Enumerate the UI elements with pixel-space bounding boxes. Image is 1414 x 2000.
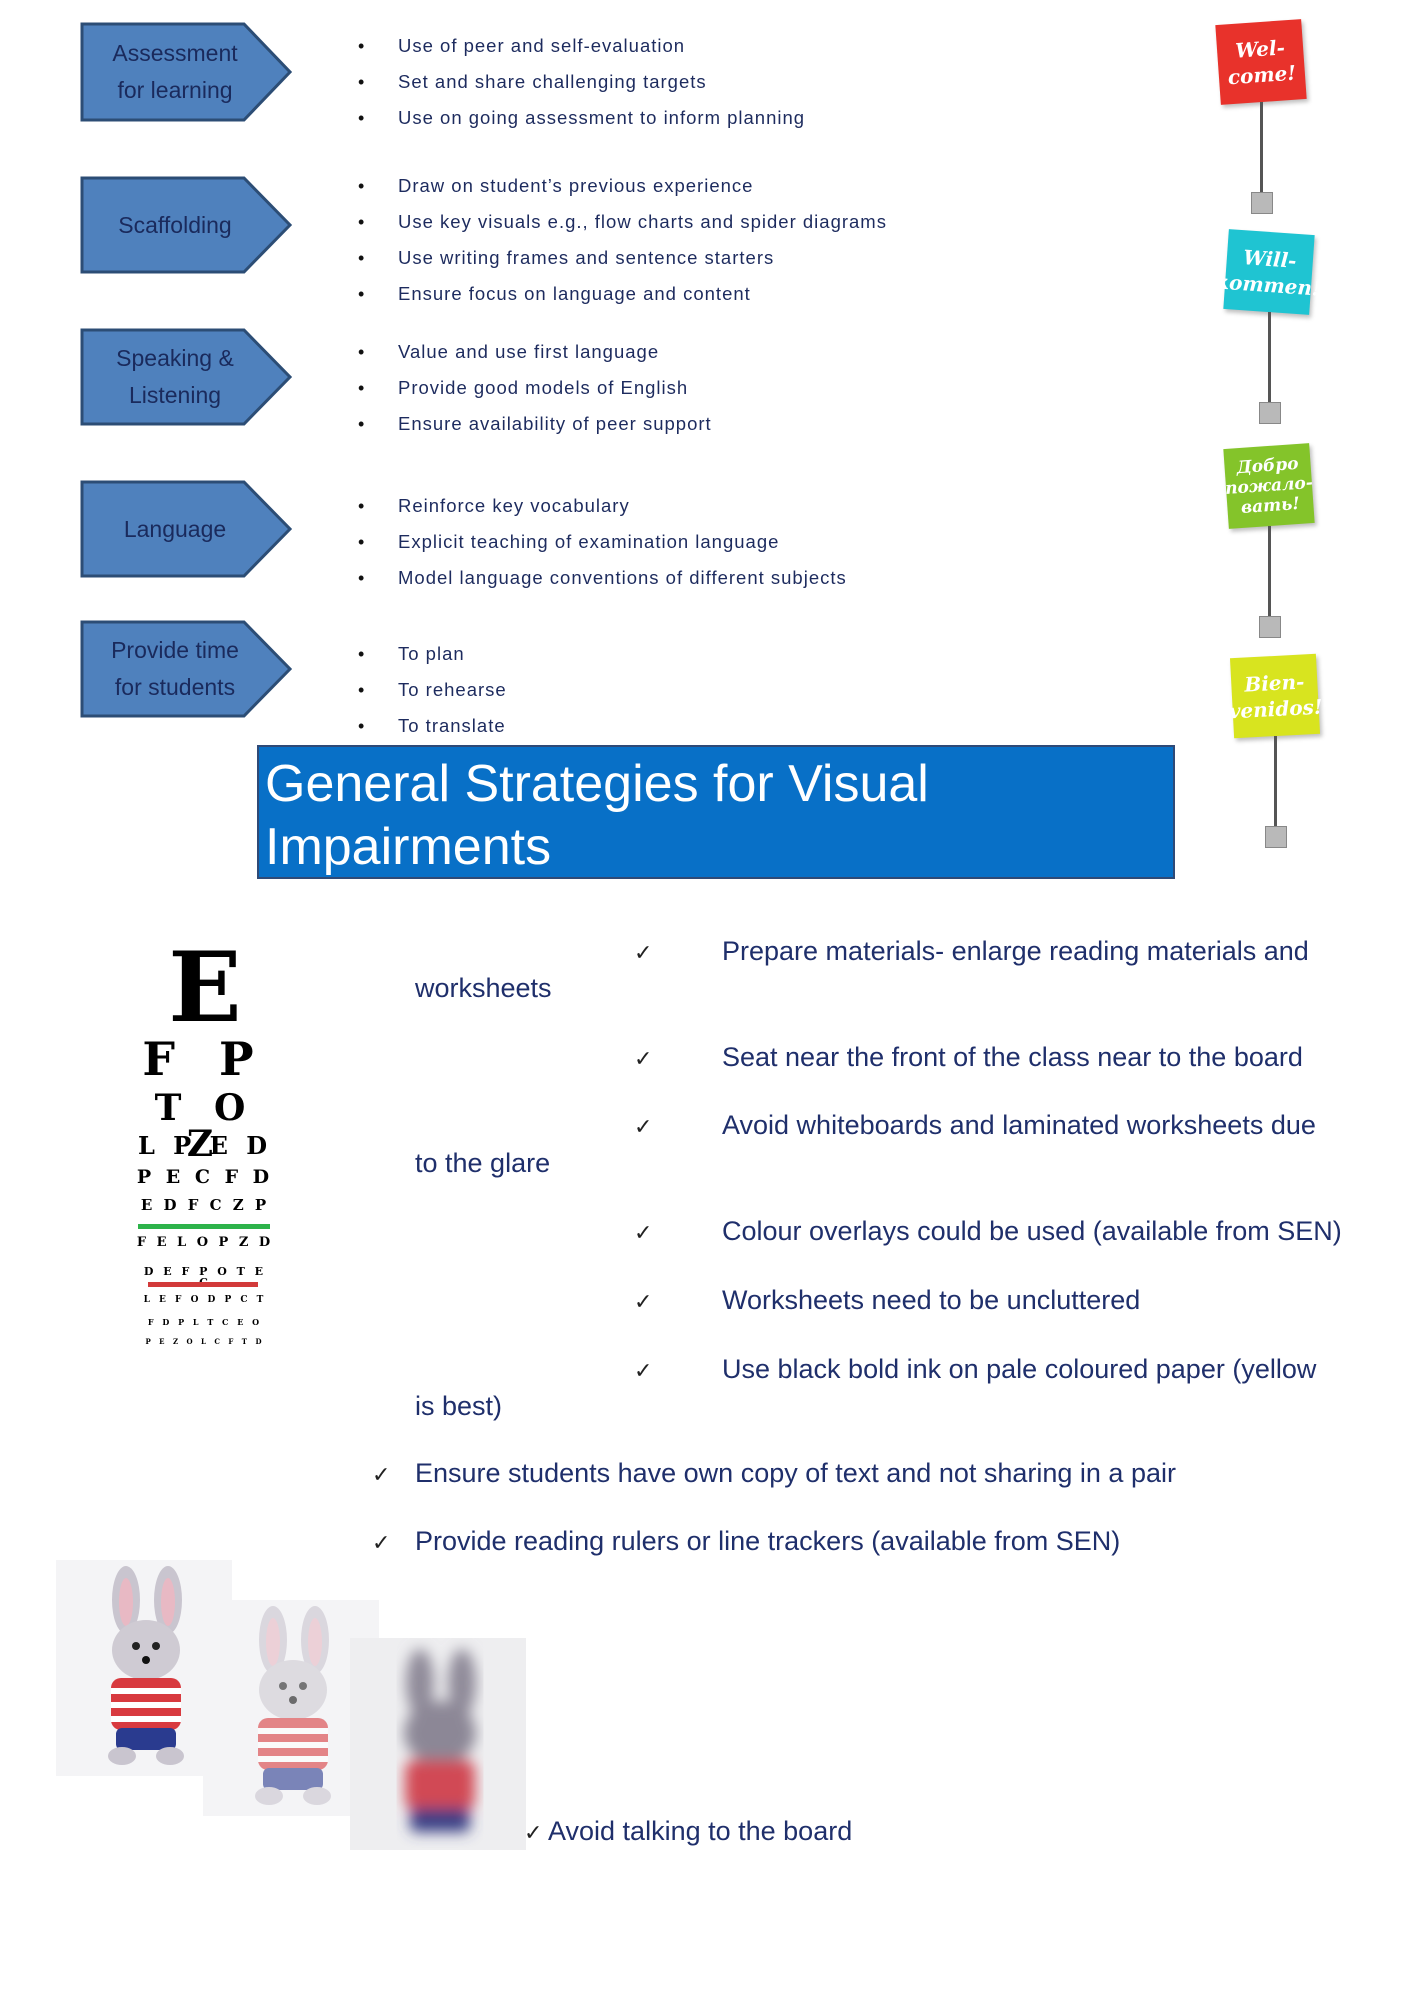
eye-chart-row: L P E D — [137, 1131, 273, 1160]
eye-chart-row: F E L O P Z D — [136, 1235, 274, 1250]
welcome-sign-card: Bien- venidos! — [1228, 653, 1323, 739]
strategy-bullet-list: Reinforce key vocabularyExplicit teachin… — [358, 488, 847, 596]
strategy-bullet: Ensure focus on language and content — [358, 276, 887, 312]
rabbit-photo-blurred — [350, 1638, 526, 1850]
vi-item-text: Provide reading rulers or line trackers … — [415, 1526, 1121, 1556]
strategy-bullet: Provide good models of English — [358, 370, 712, 406]
sign-holder-base — [1251, 192, 1273, 214]
eye-chart-green-line — [138, 1224, 270, 1229]
check-icon: ✓ — [634, 1289, 653, 1314]
strategy-arrow: Scaffolding — [80, 176, 292, 274]
strategy-bullet: Use key visuals e.g., flow charts and sp… — [358, 204, 887, 240]
eye-chart-row: P E C F D — [136, 1166, 274, 1188]
sign-holder-wire — [1260, 102, 1263, 192]
check-icon: ✓ — [634, 940, 653, 965]
check-icon: ✓ — [372, 1530, 391, 1555]
rabbit-photo-clear — [56, 1560, 232, 1776]
vi-item-text: Ensure students have own copy of text an… — [415, 1458, 1176, 1488]
sign-holder-wire — [1268, 526, 1271, 616]
eye-chart-row: L E F O D P C T — [143, 1295, 267, 1305]
strategy-bullet: Reinforce key vocabulary — [358, 488, 847, 524]
sign-holder-wire — [1274, 736, 1277, 826]
check-icon: ✓ — [634, 1114, 653, 1139]
strategy-bullet: To plan — [358, 636, 507, 672]
strategy-arrow: Language — [80, 480, 292, 578]
strategy-bullet: Use writing frames and sentence starters — [358, 240, 887, 276]
sign-holder-wire — [1268, 312, 1271, 402]
eye-chart-row: E — [168, 931, 242, 1044]
vi-item-text: Avoid whiteboards and laminated workshee… — [722, 1110, 1316, 1140]
check-icon: ✓ — [634, 1046, 653, 1071]
rabbit-image — [108, 1566, 184, 1765]
welcome-sign-card: Wel- come! — [1215, 19, 1307, 105]
strategy-bullet: Use of peer and self-evaluation — [358, 28, 805, 64]
strategy-bullet-list: Draw on student’s previous experienceUse… — [358, 168, 887, 312]
strategy-label: Assessment for learning — [112, 40, 238, 103]
eye-chart-red-line — [148, 1282, 258, 1287]
eye-chart-row: F D P L T C E O — [147, 1317, 263, 1327]
eye-chart-row: E D F C Z P — [140, 1196, 270, 1214]
eye-chart-row: F P — [142, 1032, 268, 1086]
strategy-arrow: Assessment for learning — [80, 22, 292, 122]
strategy-label: Language — [123, 515, 227, 542]
strategy-bullet-list: To planTo rehearseTo translate — [358, 636, 507, 744]
section-title-bar: General Strategies for Visual Impairment… — [257, 745, 1175, 879]
check-icon: ✓ — [524, 1820, 543, 1845]
strategy-arrow: Provide time for students — [80, 620, 292, 718]
vi-item-text: Avoid talking to the board — [548, 1816, 853, 1846]
check-icon: ✓ — [372, 1462, 391, 1487]
strategy-bullet: Draw on student’s previous experience — [358, 168, 887, 204]
arrow-shape — [80, 22, 292, 122]
check-icon: ✓ — [634, 1358, 653, 1383]
strategy-arrow: Speaking & Listening — [80, 328, 292, 426]
strategy-bullet: Explicit teaching of examination languag… — [358, 524, 847, 560]
strategy-bullet: Value and use first language — [358, 334, 712, 370]
welcome-sign-card: Добро пожало- вать! — [1223, 443, 1315, 529]
vi-item-text: to the glare — [415, 1148, 551, 1178]
sign-holder-base — [1259, 616, 1281, 638]
strategy-bullet: Model language conventions of different … — [358, 560, 847, 596]
section-title: General Strategies for Visual Impairment… — [265, 755, 929, 876]
strategy-bullet: To rehearse — [358, 672, 507, 708]
vi-item-text: Colour overlays could be used (available… — [722, 1216, 1342, 1246]
vi-item-text: Prepare materials- enlarge reading mater… — [722, 936, 1309, 966]
vi-item-text: is best) — [415, 1391, 503, 1421]
vi-item-text: Seat near the front of the class near to… — [722, 1042, 1303, 1072]
check-icon: ✓ — [634, 1220, 653, 1245]
strategy-bullet: Set and share challenging targets — [358, 64, 805, 100]
strategy-label: Scaffolding — [118, 211, 232, 238]
vi-item-text: worksheets — [415, 973, 552, 1003]
sign-holder-base — [1265, 826, 1287, 848]
arrow-shape — [80, 620, 292, 718]
arrow-shape — [80, 176, 292, 274]
welcome-sign-card: Will- kommen! — [1215, 229, 1322, 315]
sign-holder-base — [1259, 402, 1281, 424]
arrow-shape — [80, 328, 292, 426]
arrow-shape — [80, 480, 292, 578]
strategy-label: Speaking & Listening — [116, 345, 234, 408]
vi-item-text: Use black bold ink on pale coloured pape… — [722, 1354, 1317, 1384]
strategy-bullet-list: Use of peer and self-evaluationSet and s… — [358, 28, 805, 136]
strategy-bullet: Ensure availability of peer support — [358, 406, 712, 442]
rabbit-photo-faded — [203, 1600, 379, 1816]
strategy-bullet: Use on going assessment to inform planni… — [358, 100, 805, 136]
eye-chart-row: P E Z O L C F T D — [145, 1337, 265, 1346]
strategy-bullet-list: Value and use first languageProvide good… — [358, 334, 712, 442]
strategy-label: Provide time for students — [111, 637, 239, 700]
strategy-bullet: To translate — [358, 708, 507, 744]
vi-item-text: Worksheets need to be uncluttered — [722, 1285, 1141, 1315]
eye-chart-row: T O Z — [154, 1087, 256, 1165]
rabbit-image — [404, 1649, 476, 1832]
rabbit-image — [255, 1606, 331, 1805]
